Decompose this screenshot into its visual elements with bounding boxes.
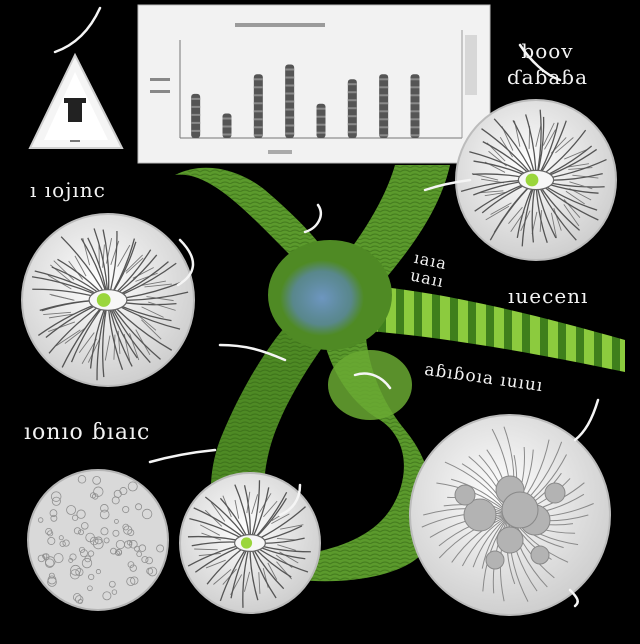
chart-background <box>138 5 490 163</box>
cell-bulb <box>531 546 549 564</box>
chart-bar-segment <box>379 126 388 128</box>
label-left-lower: ıonıo ɓıaıc <box>24 420 150 445</box>
chart-bar-segment <box>411 126 420 128</box>
chart-bar-segment <box>285 85 294 87</box>
chart-bar-segment <box>348 115 357 117</box>
cell-nucleus <box>97 293 111 307</box>
chart-bar-segment <box>379 94 388 96</box>
chart-title-smudge <box>235 23 325 27</box>
chart-bar-segment <box>379 110 388 112</box>
chart-bar-segment <box>317 132 326 134</box>
cell-bottom-right <box>410 415 610 615</box>
cell-top-right <box>456 100 616 260</box>
chart-bar-segment <box>285 101 294 103</box>
cell-left <box>22 214 194 386</box>
vessel-lower-bulge <box>328 350 412 420</box>
pointer-vessel-top <box>305 205 321 232</box>
chart-bar-segment <box>317 108 326 110</box>
chart-bar-segment <box>254 118 263 120</box>
pointer-top-left <box>55 8 100 52</box>
chart-bar-segment <box>285 77 294 79</box>
chart-bar-segment <box>285 133 294 135</box>
pointer-left-lower <box>150 450 215 462</box>
cell-bulb <box>455 485 475 505</box>
chart-bar-segment <box>254 110 263 112</box>
chart-bar <box>411 74 420 138</box>
chart-bar-segment <box>348 107 357 109</box>
label-right-middle: ıuecenı <box>508 284 588 308</box>
bar-chart-panel <box>138 5 490 163</box>
warning-triangle-icon <box>30 55 122 148</box>
chart-bar-segment <box>379 86 388 88</box>
chart-bar-segment <box>285 125 294 127</box>
chart-bar-segment <box>348 99 357 101</box>
chart-bar-segment <box>254 78 263 80</box>
chart-bar <box>254 74 263 138</box>
chart-bar-segment <box>191 98 200 100</box>
chart-bar-segment <box>254 102 263 104</box>
label-top-right-line1: boov <box>507 38 588 64</box>
chart-bar-segment <box>348 91 357 93</box>
chart-bar-segment <box>348 83 357 85</box>
chart-bar-segment <box>223 134 232 136</box>
chart-ylabel-smudge-1 <box>150 78 170 81</box>
label-top-left: ı ıojınc <box>30 178 106 202</box>
chart-bar-segment <box>191 122 200 124</box>
chart-ylabel-smudge-2 <box>150 90 170 93</box>
chart-bar-segment <box>254 126 263 128</box>
chart-bar-segment <box>379 118 388 120</box>
chart-bar-segment <box>254 86 263 88</box>
chart-bar-segment <box>379 134 388 136</box>
cell-bottom-left-textured <box>28 470 168 610</box>
chart-bar-segment <box>379 78 388 80</box>
chart-bar-segment <box>317 124 326 126</box>
chart-bar-segment <box>411 110 420 112</box>
chart-bar-segment <box>411 134 420 136</box>
cell-nucleus <box>526 174 539 187</box>
cell-nucleus <box>241 537 252 548</box>
chart-bar-segment <box>285 69 294 71</box>
cell-bulb <box>497 527 523 553</box>
chart-bar-segment <box>348 131 357 133</box>
chart-bar-segment <box>411 94 420 96</box>
chart-bar-segment <box>379 102 388 104</box>
chart-bar <box>379 74 388 138</box>
pointer-right-cell <box>575 400 598 440</box>
cell-bulb <box>486 551 504 569</box>
chart-bar-segment <box>411 78 420 80</box>
chart-xlabel-smudge <box>268 150 292 154</box>
chart-bar-segment <box>317 116 326 118</box>
label-center-right-small: ıaıa uaıı <box>409 249 450 291</box>
chart-bar-segment <box>411 118 420 120</box>
chart-bar-segment <box>191 130 200 132</box>
label-top-right: boov ɗaɓaɓa <box>507 38 588 90</box>
chart-bar-segment <box>285 117 294 119</box>
chart-bar-segment <box>411 102 420 104</box>
pointer-bottom-right <box>570 590 578 606</box>
chart-bar-segment <box>191 106 200 108</box>
chart-bar-segment <box>223 126 232 128</box>
chart-bar-segment <box>411 86 420 88</box>
vessel-junction-blue-spot <box>280 260 364 336</box>
chart-bar-segment <box>285 93 294 95</box>
chart-bar-segment <box>348 123 357 125</box>
chart-bar-segment <box>285 109 294 111</box>
chart-right-legend-smudge <box>465 35 477 95</box>
cell-bulb <box>545 483 565 503</box>
chart-bar-segment <box>254 134 263 136</box>
chart-bar-segment <box>223 118 232 120</box>
cell-bulb <box>502 492 538 528</box>
chart-bar-segment <box>254 94 263 96</box>
chart-bar-segment <box>191 114 200 116</box>
label-top-right-line2: ɗaɓaɓa <box>507 64 588 90</box>
